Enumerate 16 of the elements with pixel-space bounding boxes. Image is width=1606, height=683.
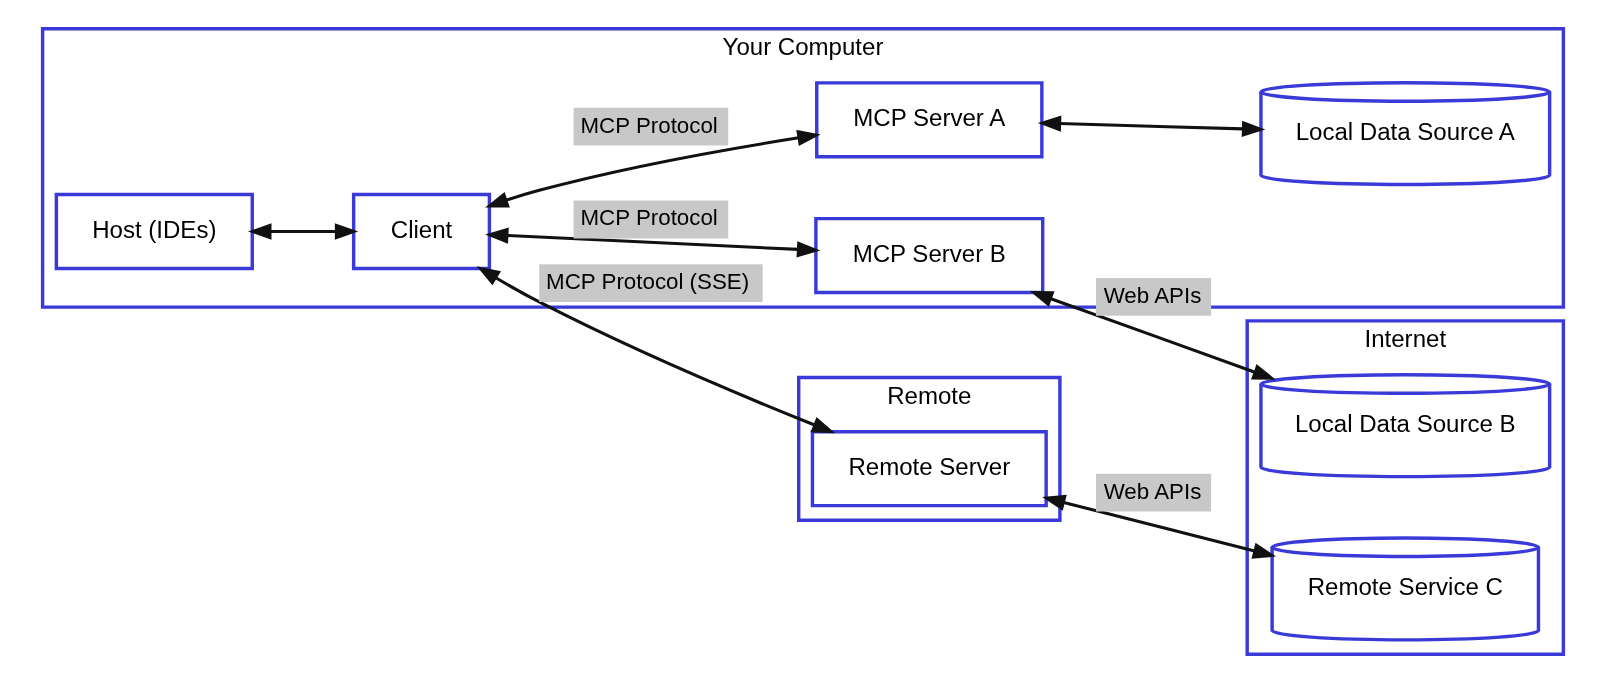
node-box: Host (IDEs) xyxy=(54,192,254,271)
arrow xyxy=(248,223,359,240)
edge-label: MCP Protocol xyxy=(580,112,718,138)
arrow xyxy=(1037,115,1266,138)
node-box: Client xyxy=(351,192,492,271)
arrow xyxy=(485,227,821,258)
node-box: Remote Server xyxy=(810,430,1048,508)
edge-label: Web APIs xyxy=(1103,282,1202,308)
arrow xyxy=(1029,291,1276,380)
edge-label: Web APIs xyxy=(1103,478,1202,504)
node-box: MCP Server A xyxy=(815,81,1044,159)
edge-label: MCP Protocol xyxy=(580,205,718,231)
node-box: MCP Server B xyxy=(814,216,1045,295)
arrow xyxy=(485,129,821,208)
edge-label: MCP Protocol (SSE) xyxy=(546,268,750,294)
arrow xyxy=(1042,494,1277,559)
